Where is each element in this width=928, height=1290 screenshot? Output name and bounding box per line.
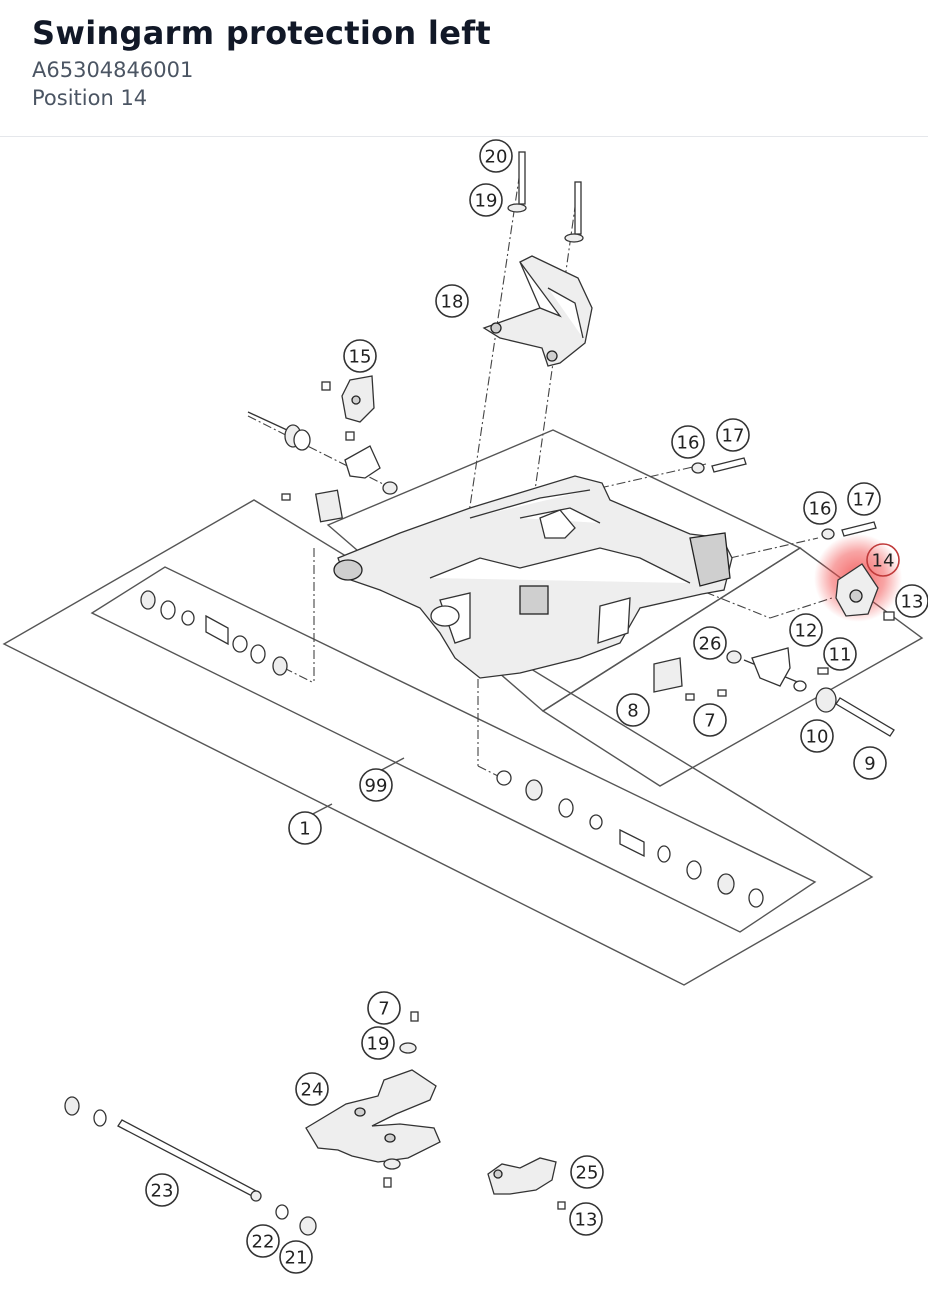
small-parts-bottom	[383, 1011, 419, 1188]
callout-label: 1	[299, 819, 310, 840]
bolts-16-17-upper	[691, 457, 747, 474]
callout-label: 16	[809, 499, 832, 520]
bearing-set-right	[496, 770, 764, 908]
callout-7: 7	[367, 991, 401, 1025]
callout-25: 25	[570, 1155, 604, 1189]
bearing-set-left	[140, 590, 288, 676]
callout-label: 14	[872, 551, 895, 572]
callout-label: 7	[704, 711, 715, 732]
callout-16: 16	[803, 491, 837, 525]
callout-16: 16	[671, 425, 705, 459]
callout-label: 7	[378, 999, 389, 1020]
callout-label: 17	[722, 426, 745, 447]
callout-23: 23	[145, 1173, 179, 1207]
callout-18: 18	[435, 284, 469, 318]
axle-part-23	[64, 1096, 262, 1202]
callout-17: 17	[847, 482, 881, 516]
callout-label: 13	[575, 1210, 598, 1231]
callout-label: 8	[627, 701, 638, 722]
callout-99: 99	[359, 768, 393, 802]
callout-label: 99	[365, 776, 388, 797]
callout-label: 22	[252, 1232, 275, 1253]
callout-15: 15	[343, 339, 377, 373]
callout-19: 19	[361, 1026, 395, 1060]
callout-label: 21	[285, 1248, 308, 1269]
callout-label: 17	[853, 490, 876, 511]
callout-label: 9	[864, 754, 875, 775]
mudguard-part-18	[482, 255, 593, 367]
callout-21: 21	[279, 1240, 313, 1274]
callout-label: 13	[901, 592, 924, 613]
brake-bracket-part-15	[247, 375, 398, 523]
callout-label: 19	[475, 191, 498, 212]
callout-7: 7	[693, 703, 727, 737]
callout-26: 26	[693, 626, 727, 660]
chain-slider-part-24	[305, 1069, 441, 1163]
bolts-part-20	[507, 151, 584, 243]
callout-label: 26	[699, 634, 722, 655]
callout-13: 13	[569, 1202, 603, 1236]
callout-1: 1	[288, 811, 322, 845]
chain-adjuster-part-25	[487, 1157, 566, 1210]
callout-19: 19	[469, 183, 503, 217]
page-title: Swingarm protection left	[32, 14, 492, 52]
lower-right-group-outline	[541, 547, 924, 787]
callout-label: 12	[795, 621, 818, 642]
callout-label: 24	[301, 1080, 324, 1101]
callout-label: 11	[829, 645, 852, 666]
bolts-16-17-lower	[821, 521, 877, 540]
callout-10: 10	[800, 719, 834, 753]
callout-22: 22	[246, 1224, 280, 1258]
swingarm-protection-left-part-14[interactable]	[814, 534, 902, 622]
callout-20: 20	[479, 139, 513, 173]
callout-label: 20	[485, 147, 508, 168]
callout-12: 12	[789, 613, 823, 647]
callout-17: 17	[716, 418, 750, 452]
header: Swingarm protection left A65304846001 Po…	[0, 0, 928, 137]
callout-label: 10	[806, 727, 829, 748]
callout-14[interactable]: 14	[866, 543, 900, 577]
assembly-lines	[247, 157, 833, 779]
part-99-outline	[90, 566, 817, 933]
part-1-outline	[2, 499, 874, 986]
axle-nut-parts-21-22	[275, 1204, 317, 1236]
callout-label: 16	[677, 433, 700, 454]
callout-label: 19	[367, 1034, 390, 1055]
callout-label: 25	[576, 1163, 599, 1184]
callout-13: 13	[895, 584, 928, 618]
callout-9: 9	[853, 746, 887, 780]
lower-right-parts	[653, 647, 895, 737]
callout-11: 11	[823, 637, 857, 671]
callout-label: 18	[441, 292, 464, 313]
swingarm-body-part-1	[333, 475, 733, 679]
screw-part-13	[883, 611, 895, 621]
callout-24: 24	[295, 1072, 329, 1106]
callout-label: 15	[349, 347, 372, 368]
part-number: A65304846001	[32, 58, 194, 82]
callout-8: 8	[616, 693, 650, 727]
position-label: Position 14	[32, 86, 148, 110]
callout-label: 23	[151, 1181, 174, 1202]
